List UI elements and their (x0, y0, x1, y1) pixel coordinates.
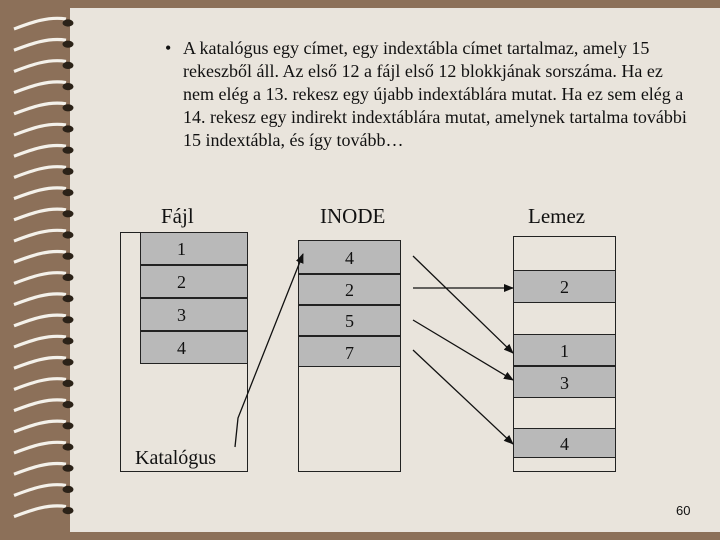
spiral-ring (13, 101, 67, 116)
spiral-hole (62, 316, 74, 324)
lemez-cell: 3 (513, 366, 616, 398)
spiral-ring (13, 59, 67, 73)
arrow-inode4-to-lemez1 (412, 255, 514, 354)
spiral-ring (13, 228, 67, 243)
fajl-cell: 2 (140, 265, 248, 298)
spiral-ring (13, 271, 67, 285)
spiral-ring (13, 143, 67, 158)
spiral-ring (13, 483, 67, 497)
spiral-binding (13, 16, 74, 519)
spiral-ring (13, 461, 67, 476)
spiral-hole (62, 189, 74, 197)
spiral-ring (13, 165, 67, 179)
spiral-hole (62, 83, 74, 91)
spiral-hole (62, 379, 74, 387)
bullet-icon: • (165, 38, 172, 58)
spiral-ring (13, 37, 67, 52)
inode-cell: 5 (298, 305, 401, 336)
lemez-cell: 2 (513, 270, 616, 303)
spiral-hole (62, 19, 74, 27)
spiral-hole (62, 146, 74, 154)
spiral-hole (62, 231, 74, 239)
spiral-ring (13, 16, 67, 31)
header-lemez: Lemez (528, 204, 586, 228)
fajl-cell: 3 (140, 298, 248, 331)
spiral-hole (62, 40, 74, 48)
spiral-hole (62, 61, 74, 69)
bullet-paragraph: • A katalógus egy címet, egy indextábla … (165, 37, 695, 152)
spiral-ring (13, 80, 67, 95)
spiral-ring (13, 313, 67, 328)
spiral-ring (13, 355, 67, 370)
fajl-cell: 4 (140, 331, 248, 364)
spiral-hole (62, 464, 74, 472)
spiral-hole (62, 252, 74, 260)
spiral-hole (62, 167, 74, 175)
fajl-cell: 1 (140, 232, 248, 265)
spiral-ring (13, 186, 67, 201)
spiral-hole (62, 507, 74, 515)
header-inode: INODE (320, 204, 386, 228)
katalogus-label: Katalógus (135, 447, 217, 469)
spiral-ring (13, 504, 67, 519)
page-number: 60 (676, 503, 691, 518)
spiral-hole (62, 125, 74, 133)
spiral-hole (62, 401, 74, 409)
spiral-ring (13, 207, 67, 222)
spiral-hole (62, 295, 74, 303)
inode-cell: 2 (298, 274, 401, 305)
spiral-ring (13, 419, 67, 434)
spiral-ring (13, 377, 67, 391)
spiral-hole (62, 273, 74, 281)
spiral-hole (62, 210, 74, 218)
header-fajl: Fájl (161, 204, 194, 228)
spiral-hole (62, 358, 74, 366)
katalogus-pointer-arrow (234, 253, 304, 448)
arrow-inode5-to-lemez3 (412, 319, 514, 381)
spiral-ring (13, 122, 67, 137)
inode-cell: 4 (298, 240, 401, 274)
spiral-ring (13, 249, 67, 264)
spiral-hole (62, 485, 74, 493)
arrow-inode7-to-lemez4 (412, 349, 514, 445)
spiral-hole (62, 337, 74, 345)
spiral-hole (62, 422, 74, 430)
lemez-cell: 1 (513, 334, 616, 366)
spiral-ring (13, 398, 67, 413)
lemez-cell: 4 (513, 428, 616, 458)
spiral-ring (13, 440, 67, 455)
spiral-hole (62, 443, 74, 451)
spiral-ring (13, 334, 67, 349)
bullet-text: A katalógus egy címet, egy indextábla cí… (183, 38, 687, 150)
spiral-hole (62, 104, 74, 112)
inode-cell: 7 (298, 336, 401, 367)
spiral-ring (13, 292, 67, 307)
